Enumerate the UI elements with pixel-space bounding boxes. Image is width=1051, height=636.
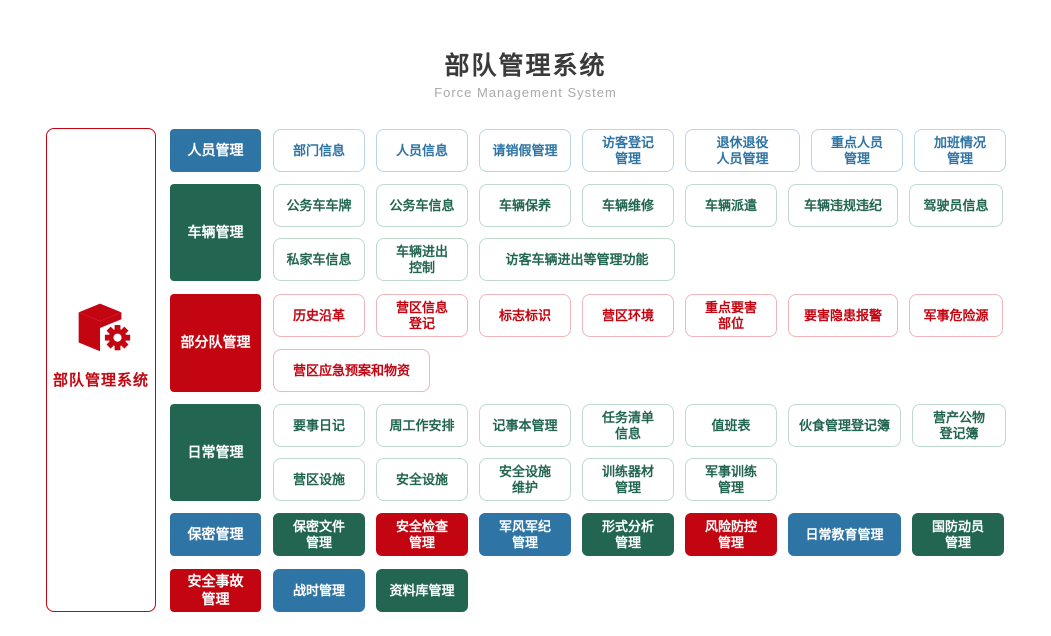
module-box: 安全检查 管理 (376, 513, 468, 556)
module-line: 营区应急预案和物资 (273, 349, 430, 392)
module-box: 安全设施 (376, 458, 468, 501)
module-box: 资料库管理 (376, 569, 468, 612)
module-box: 战时管理 (273, 569, 365, 612)
module-box: 公务车信息 (376, 184, 468, 227)
module-box: 公务车车牌 (273, 184, 365, 227)
module-box: 车辆派遣 (685, 184, 777, 227)
root-system-box: 部队管理系统 (46, 128, 156, 612)
module-box: 安全设施 维护 (479, 458, 571, 501)
module-box: 退休退役 人员管理 (685, 129, 800, 172)
module-box: 车辆违规违纪 (788, 184, 898, 227)
category-box: 保密管理 (170, 513, 261, 556)
module-box: 日常教育管理 (788, 513, 901, 556)
module-box: 形式分析 管理 (582, 513, 674, 556)
module-box: 车辆维修 (582, 184, 674, 227)
diagram-rows: 人员管理部门信息人员信息请销假管理访客登记 管理退休退役 人员管理重点人员 管理… (170, 0, 1051, 636)
module-box: 人员信息 (376, 129, 468, 172)
module-box: 军事训练 管理 (685, 458, 777, 501)
category-box: 安全事故 管理 (170, 569, 261, 612)
module-box: 私家车信息 (273, 238, 365, 281)
category-box: 部分队管理 (170, 294, 261, 392)
module-box: 风险防控 管理 (685, 513, 777, 556)
module-box: 营区信息 登记 (376, 294, 468, 337)
module-box: 保密文件 管理 (273, 513, 365, 556)
category-box: 日常管理 (170, 404, 261, 501)
module-box: 营区环境 (582, 294, 674, 337)
root-system-label: 部队管理系统 (52, 372, 149, 389)
module-line: 保密文件 管理安全检查 管理军风军纪 管理形式分析 管理风险防控 管理日常教育管… (273, 513, 1004, 556)
module-box: 伙食管理登记簿 (788, 404, 901, 447)
category-box: 人员管理 (170, 129, 261, 172)
module-box: 营区应急预案和物资 (273, 349, 430, 392)
module-box: 军事危险源 (909, 294, 1003, 337)
module-box: 要事日记 (273, 404, 365, 447)
module-line: 营区设施安全设施安全设施 维护训练器材 管理军事训练 管理 (273, 458, 777, 501)
module-box: 重点人员 管理 (811, 129, 903, 172)
page-title: 部队管理系统 (444, 52, 607, 80)
module-line: 历史沿革营区信息 登记标志标识营区环境重点要害 部位要害隐患报警军事危险源 (273, 294, 1003, 337)
module-box: 车辆进出 控制 (376, 238, 468, 281)
module-line: 要事日记周工作安排记事本管理任务清单 信息值班表伙食管理登记簿营产公物 登记簿 (273, 404, 1006, 447)
module-box: 车辆保养 (479, 184, 571, 227)
module-box: 请销假管理 (479, 129, 571, 172)
module-box: 驾驶员信息 (909, 184, 1003, 227)
module-line: 战时管理资料库管理 (273, 569, 468, 612)
module-line: 部门信息人员信息请销假管理访客登记 管理退休退役 人员管理重点人员 管理加班情况… (273, 129, 1006, 172)
module-box: 国防动员 管理 (912, 513, 1004, 556)
module-box: 要害隐患报警 (788, 294, 898, 337)
module-line: 公务车车牌公务车信息车辆保养车辆维修车辆派遣车辆违规违纪驾驶员信息 (273, 184, 1003, 227)
module-box: 军风军纪 管理 (479, 513, 571, 556)
module-box: 重点要害 部位 (685, 294, 777, 337)
module-box: 周工作安排 (376, 404, 468, 447)
module-box: 营区设施 (273, 458, 365, 501)
module-box: 访客登记 管理 (582, 129, 674, 172)
category-box: 车辆管理 (170, 184, 261, 281)
module-line: 私家车信息车辆进出 控制访客车辆进出等管理功能 (273, 238, 675, 281)
module-box: 训练器材 管理 (582, 458, 674, 501)
module-box: 标志标识 (479, 294, 571, 337)
module-box: 历史沿革 (273, 294, 365, 337)
module-box: 营产公物 登记簿 (912, 404, 1006, 447)
module-box: 加班情况 管理 (914, 129, 1006, 172)
cube-gear-icon (67, 298, 135, 359)
module-box: 值班表 (685, 404, 777, 447)
module-box: 记事本管理 (479, 404, 571, 447)
module-box: 任务清单 信息 (582, 404, 674, 447)
module-box: 访客车辆进出等管理功能 (479, 238, 675, 281)
page-subtitle: Force Management System (434, 85, 617, 100)
module-box: 部门信息 (273, 129, 365, 172)
